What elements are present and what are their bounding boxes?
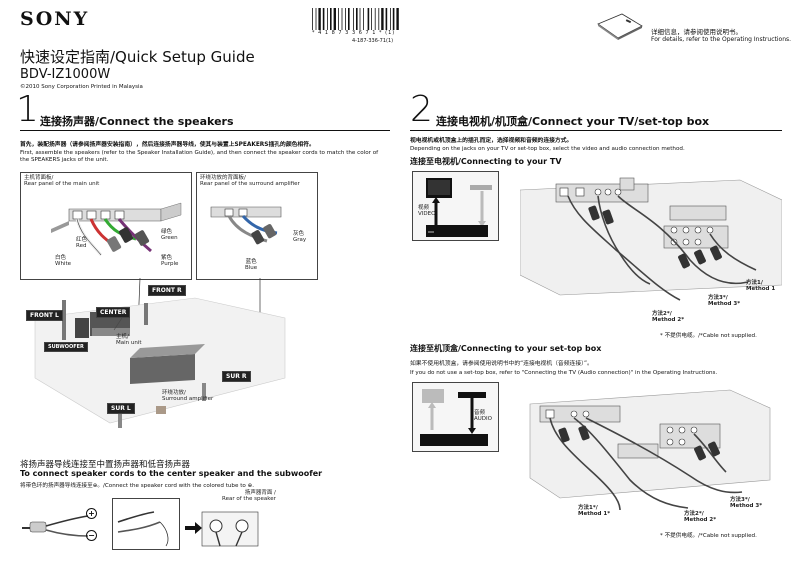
stb-note-en: If you do not use a set-top box, refer t… bbox=[410, 370, 718, 376]
center-sub-note: 将带色环的扬声器导线连接至⊕。/Connect the speaker cord… bbox=[20, 483, 255, 489]
stb-method2-en: Method 2* bbox=[684, 517, 717, 524]
guide-title: 快速设定指南/Quick Setup Guide bbox=[20, 48, 255, 66]
step2-title: 连接电视机/机顶盒/Connect your TV/set-top box bbox=[436, 115, 710, 128]
surround-panel-label-en: Rear panel of the surround amplifier bbox=[200, 181, 300, 188]
surround-panel-label-cn: 环绕功放的背面板/ bbox=[200, 175, 246, 181]
tv-mini-illustration bbox=[426, 178, 492, 237]
stb-cable-note: * 不提供电缆。/*Cable not supplied. bbox=[660, 533, 757, 539]
main-unit-jacks-illustration bbox=[51, 202, 182, 256]
manual-icon bbox=[597, 13, 643, 40]
details-en: For details, refer to the Operating Inst… bbox=[651, 36, 792, 43]
barcode bbox=[312, 8, 399, 30]
stb-connection-diagram bbox=[529, 389, 771, 511]
tv-connection-diagram bbox=[520, 177, 782, 301]
model-name: BDV-IZ1000W bbox=[20, 67, 111, 82]
main-unit-panel-box: 主机背面板/ Rear panel of the main unit 绿色 Gr… bbox=[20, 172, 192, 280]
subwoofer-badge: SUBWOOFER bbox=[44, 342, 88, 352]
audio-label-cn: 音频 bbox=[474, 410, 486, 416]
label-white-en: White bbox=[55, 261, 71, 268]
tv-method1-en: Method 1 bbox=[746, 286, 776, 293]
stb-mini-illustration bbox=[420, 389, 488, 446]
label-red-cn: 红色 bbox=[76, 237, 88, 243]
stb-method3-cn: 方法3*/ bbox=[730, 497, 750, 503]
center-sub-title-cn: 将扬声器导线连接至中置扬声器和低音扬声器 bbox=[20, 460, 191, 470]
minus-symbol-left: − bbox=[86, 530, 97, 541]
speaker-rear-label-cn: 扬声器背面 / bbox=[244, 490, 276, 496]
stb-section-title: 连接至机顶盒/Connecting to your set-top box bbox=[410, 344, 602, 353]
sur-l-badge: SUR L bbox=[107, 403, 135, 414]
step1-title: 连接扬声器/Connect the speakers bbox=[40, 115, 234, 128]
copyright: ©2010 Sony Corporation Printed in Malays… bbox=[20, 84, 143, 90]
label-purple-en: Purple bbox=[161, 261, 179, 268]
step2-intro-cn: 视电视机或机顶盒上的插孔而定，选择视频和音频的连接方式。 bbox=[410, 138, 573, 144]
label-white-cn: 白色 bbox=[55, 255, 67, 261]
stb-method3-en: Method 3* bbox=[730, 503, 763, 510]
center-sub-title-en: To connect speaker cords to the center s… bbox=[20, 469, 323, 478]
sony-logo: SONY bbox=[20, 8, 90, 30]
audio-label-en: AUDIO bbox=[474, 416, 492, 423]
main-unit-panel-label-en: Rear panel of the main unit bbox=[24, 181, 100, 188]
stb-method1-en: Method 1* bbox=[578, 511, 611, 518]
step2-intro-en: Depending on the jacks on your TV or set… bbox=[410, 146, 685, 152]
step1-intro-en: First, assemble the speakers (refer to t… bbox=[20, 150, 379, 164]
main-unit-label-en: Main unit bbox=[116, 340, 142, 347]
speaker-rear-label-en: Rear of the speaker bbox=[222, 496, 276, 503]
speaker-cord-box bbox=[112, 498, 180, 550]
label-purple-cn: 紫色 bbox=[161, 255, 173, 261]
plus-symbol-left: + bbox=[86, 508, 97, 519]
front-r-badge: FRONT R bbox=[148, 285, 186, 296]
front-l-badge: FRONT L bbox=[26, 310, 63, 321]
step1-intro-cn: 首先，装配扬声器（请参阅扬声器安装指南），然后连接扬声器导线，使其与装置上SPE… bbox=[20, 142, 315, 148]
tv-cable-note: * 不提供电缆。/*Cable not supplied. bbox=[660, 333, 757, 339]
label-green-en: Green bbox=[161, 235, 178, 242]
main-unit-panel-label-cn: 主机背面板/ bbox=[24, 175, 54, 181]
stb-note-cn: 如果不使用机顶盒，请参阅使用说明书中的“连接电视机（音频连接）”。 bbox=[410, 361, 593, 367]
tv-method3-en: Method 3* bbox=[708, 301, 741, 308]
main-unit-label-cn: 主机/ bbox=[116, 334, 129, 340]
surround-amp-label-cn: 环绕功放/ bbox=[162, 390, 186, 396]
speaker-cord-illustration bbox=[22, 511, 259, 547]
video-label-cn: 视频 bbox=[418, 205, 430, 211]
surround-amp-label-en: Surround amplifier bbox=[162, 396, 214, 403]
label-blue-en: Blue bbox=[245, 265, 258, 272]
details-cn: 详细信息，请参阅使用说明书。 bbox=[651, 28, 742, 36]
stb-method2-cn: 方法2*/ bbox=[684, 511, 704, 517]
surround-jacks-illustration bbox=[210, 206, 282, 245]
label-red-en: Red bbox=[76, 243, 87, 250]
label-blue-cn: 蓝色 bbox=[245, 259, 257, 265]
stb-method1-cn: 方法1*/ bbox=[578, 505, 598, 511]
label-green-cn: 绿色 bbox=[161, 229, 173, 235]
tv-method2-cn: 方法2*/ bbox=[652, 311, 672, 317]
step1-rule bbox=[20, 130, 390, 131]
center-badge: CENTER bbox=[96, 307, 131, 318]
part-number: 4-187-336-71(1) bbox=[352, 38, 394, 44]
step2-rule bbox=[410, 130, 782, 131]
tv-method2-en: Method 2* bbox=[652, 317, 685, 324]
sur-r-badge: SUR R bbox=[222, 371, 251, 382]
barcode-digits: * 4 1 8 7 3 3 6 7 1 * (1) bbox=[312, 30, 396, 36]
video-label-en: VIDEO bbox=[418, 211, 436, 218]
label-gray-cn: 灰色 bbox=[293, 231, 305, 237]
step2-number: 2 bbox=[410, 89, 433, 130]
surround-panel-box: 环绕功放的背面板/ Rear panel of the surround amp… bbox=[196, 172, 318, 280]
speaker-layout-diagram bbox=[34, 278, 286, 428]
tv-method3-cn: 方法3*/ bbox=[708, 295, 728, 301]
step1-number: 1 bbox=[16, 89, 39, 130]
tv-section-title: 连接至电视机/Connecting to your TV bbox=[410, 157, 562, 166]
tv-method1-cn: 方法1/ bbox=[746, 280, 763, 286]
label-gray-en: Gray bbox=[293, 237, 307, 244]
